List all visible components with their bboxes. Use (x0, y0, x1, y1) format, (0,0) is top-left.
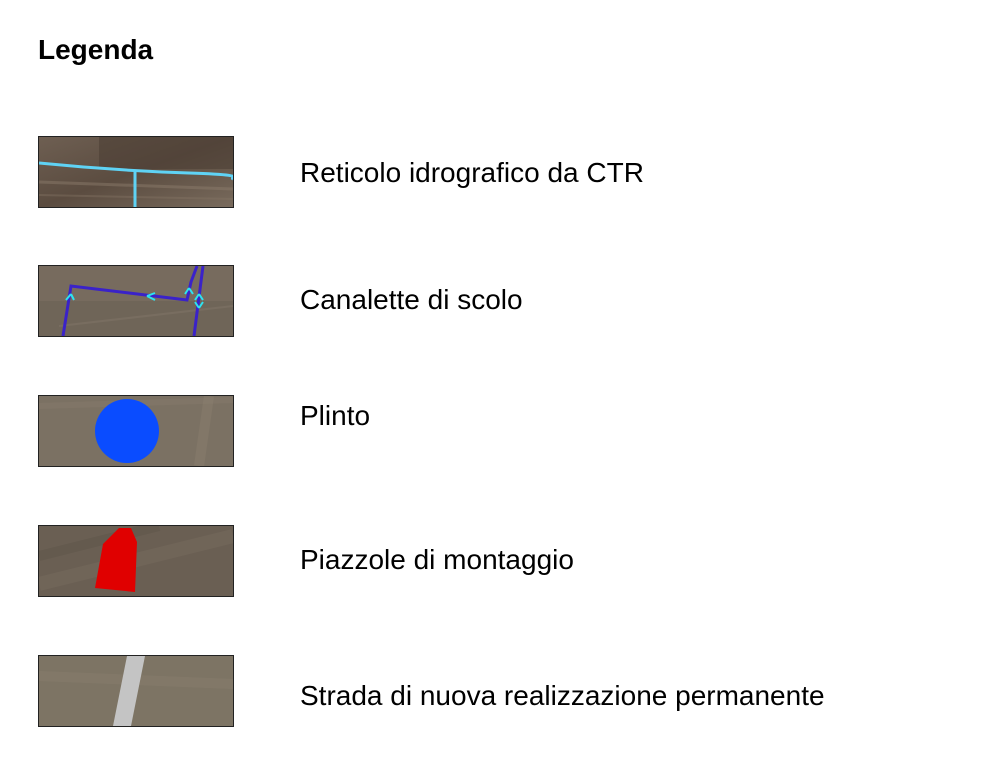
legend-title: Legenda (38, 34, 154, 65)
assembly-pad-icon (38, 525, 234, 597)
legend-label: Piazzole di montaggio (300, 544, 574, 575)
hydrographic-network-icon (38, 136, 234, 208)
legend-label: Reticolo idrografico da CTR (300, 157, 644, 188)
legend-item-road: Strada di nuova realizzazione permanente (38, 655, 938, 727)
legend-item-drainage: Canalette di scolo (38, 265, 938, 337)
legend-item-hydrographic: Reticolo idrografico da CTR (38, 136, 938, 208)
legend-item-plinth: Plinto (38, 395, 938, 467)
drainage-channel-icon (38, 265, 234, 337)
legend-label: Strada di nuova realizzazione permanente (300, 680, 825, 711)
plinth-icon (38, 395, 234, 467)
new-road-icon (38, 655, 234, 727)
legend-label: Plinto (300, 400, 371, 431)
legend-label: Canalette di scolo (300, 284, 523, 315)
legend-item-assembly-pad: Piazzole di montaggio (38, 525, 938, 597)
